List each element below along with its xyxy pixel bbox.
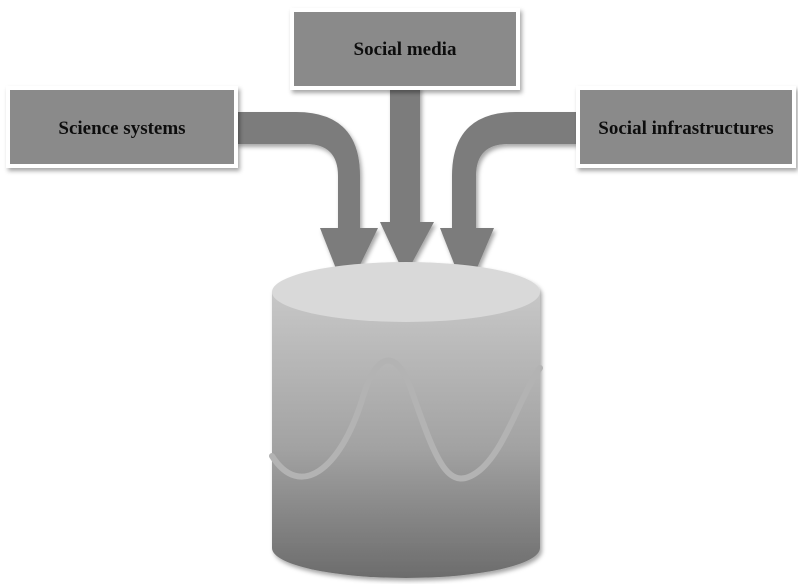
database-cylinder <box>272 262 540 578</box>
box-social-media: Social media <box>290 8 520 90</box>
arrow-social-infrastructures <box>440 112 578 294</box>
label-social-media: Social media <box>354 39 457 60</box>
wave-line <box>269 357 543 482</box>
arrow-social-media <box>380 86 434 276</box>
cylinder-body <box>272 292 540 578</box>
box-social-infrastructures: Social infrastructures <box>576 86 796 168</box>
box-science-systems: Science systems <box>6 86 238 168</box>
cylinder-top <box>272 262 540 322</box>
label-science-systems: Science systems <box>58 118 185 139</box>
label-social-infrastructures: Social infrastructures <box>598 118 773 139</box>
arrow-science-systems <box>236 112 378 294</box>
